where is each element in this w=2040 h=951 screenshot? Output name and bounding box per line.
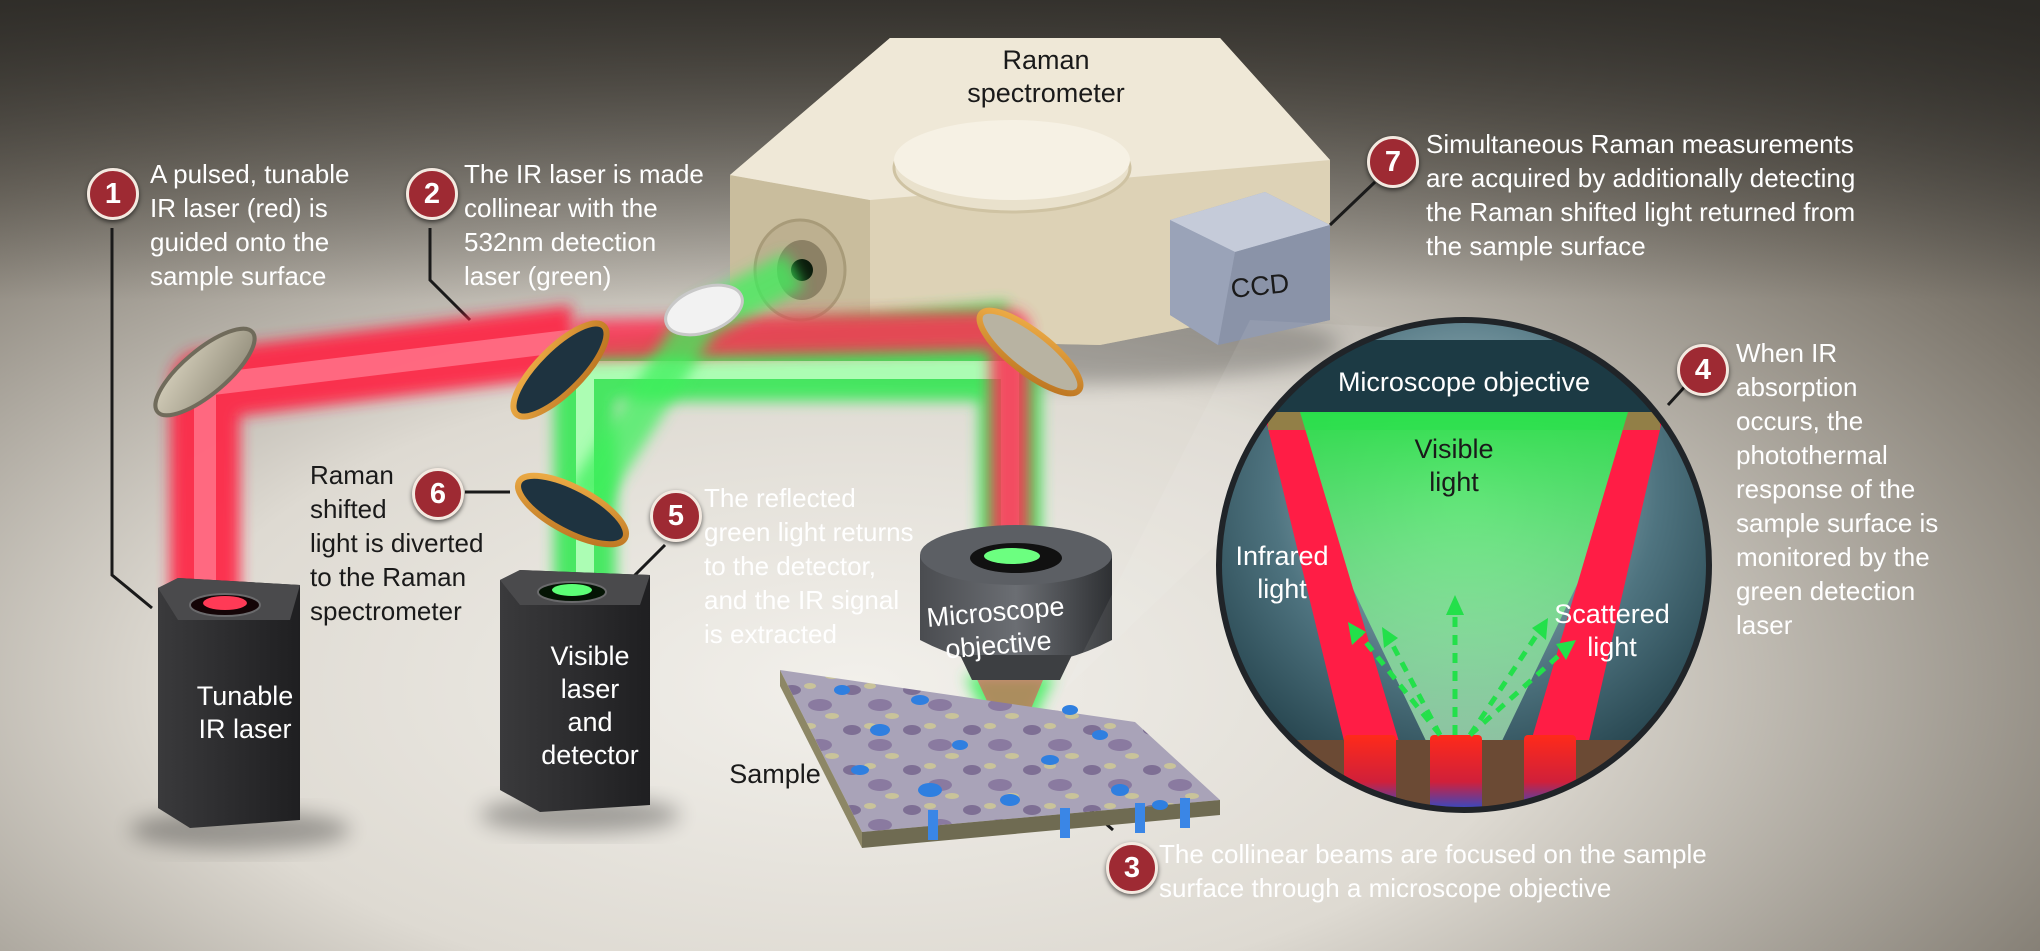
ccd-camera [1170, 192, 1330, 345]
ir-laser-box [130, 578, 350, 850]
sample-block [780, 670, 1220, 848]
step-4-text: When IR absorption occurs, the photother… [1736, 338, 1939, 640]
step-4-badge: 4 [1677, 344, 1729, 396]
infrared-light-label: Infrared light [1235, 541, 1329, 604]
visible-laser-box [480, 570, 680, 833]
step-6-text: Raman shifted light is diverted to the R… [310, 460, 484, 626]
inset-title: Microscope objective [1337, 367, 1591, 397]
step-7-badge: 7 [1367, 136, 1419, 188]
ir-laser-label: Tunable IR laser [196, 681, 294, 744]
step-3-badge: 3 [1106, 842, 1158, 894]
step-6-badge: 6 [412, 468, 464, 520]
step-1-badge: 1 [87, 168, 139, 220]
step-7-text: Simultaneous Raman measurements are acqu… [1426, 129, 1856, 261]
sample-label: Sample [729, 759, 821, 789]
step-2-badge: 2 [406, 168, 458, 220]
inset-magnification [1064, 317, 1712, 813]
mirrors [153, 283, 1084, 548]
objective-body [920, 525, 1112, 680]
visible-light-label: Visible light [1414, 434, 1494, 497]
objective-label: Microscope objective [925, 591, 1066, 665]
step-2-text: The IR laser is made collinear with the … [464, 159, 704, 291]
step-5-badge: 5 [650, 490, 702, 542]
step-1-text: A pulsed, tunable IR laser (red) is guid… [150, 159, 350, 291]
scattered-light-label: Scattered light [1554, 599, 1670, 662]
step-3-text: The collinear beams are focused on the s… [1159, 839, 1707, 903]
raman-spectrometer-label: Raman spectrometer [967, 45, 1125, 108]
step-5-text: The reflected green light returns to the… [704, 483, 914, 649]
visible-laser-label: Visible laser and detector [541, 641, 639, 770]
